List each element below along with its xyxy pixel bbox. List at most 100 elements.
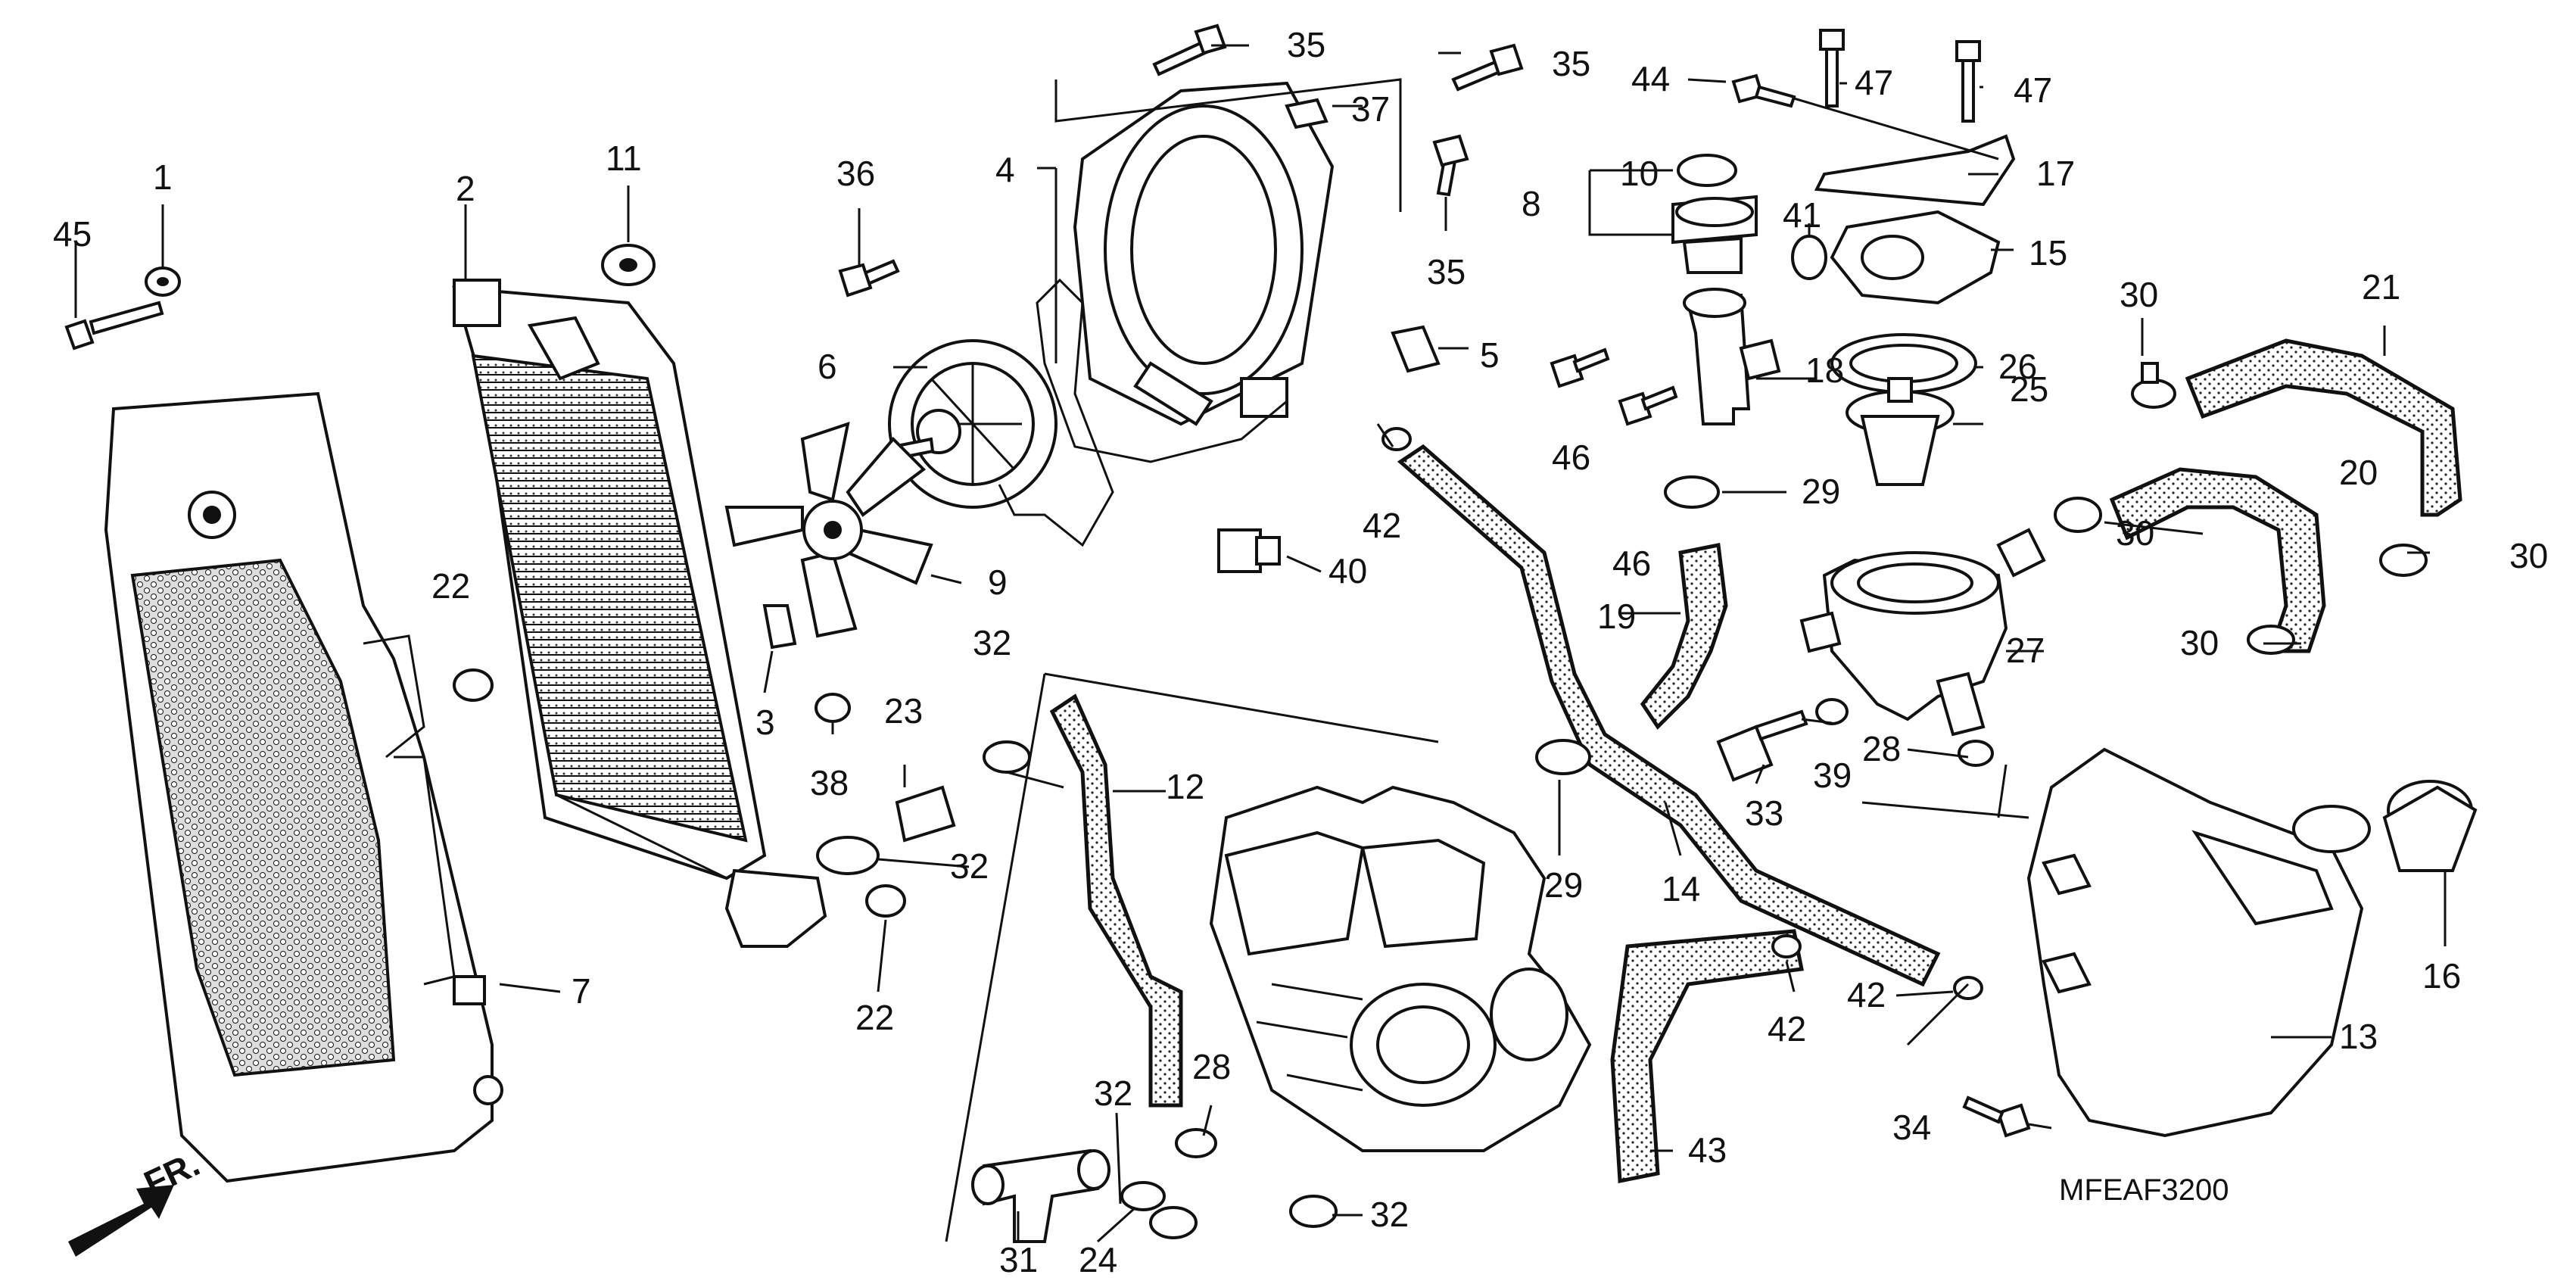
hose-14 bbox=[1397, 444, 1941, 987]
hose-21 bbox=[2185, 338, 2462, 517]
callout-31: 31 bbox=[999, 1240, 1038, 1279]
callout-22-a: 22 bbox=[431, 566, 470, 606]
callout-45: 45 bbox=[53, 214, 92, 254]
bolt-35-top bbox=[1152, 23, 1227, 76]
bolt-47-left bbox=[1819, 29, 1845, 108]
callout-19: 19 bbox=[1597, 597, 1636, 636]
fan-motor bbox=[888, 339, 1057, 509]
callout-34: 34 bbox=[1892, 1108, 1931, 1147]
callout-18: 18 bbox=[1805, 351, 1844, 390]
callout-47-a: 47 bbox=[1855, 63, 1893, 102]
callout-14: 14 bbox=[1662, 869, 1700, 908]
callout-35-c: 35 bbox=[1427, 252, 1466, 291]
callout-17: 17 bbox=[2036, 154, 2075, 193]
callout-28-a: 28 bbox=[1862, 729, 1901, 768]
clamp-30-c bbox=[2379, 544, 2428, 577]
radiator bbox=[452, 279, 827, 948]
thermostat-25 bbox=[1846, 377, 1955, 486]
bolt-34 bbox=[1962, 1095, 2031, 1138]
cooling-fan bbox=[724, 422, 933, 638]
callout-5: 5 bbox=[1480, 335, 1500, 375]
fan-wire-harness bbox=[998, 278, 1288, 547]
reservoir-tank-13 bbox=[2026, 747, 2371, 1138]
callout-25: 25 bbox=[2010, 369, 2048, 409]
callout-30-d: 30 bbox=[2180, 623, 2219, 662]
callout-42-b: 42 bbox=[1847, 975, 1886, 1014]
callout-32-c: 32 bbox=[1094, 1074, 1132, 1113]
callout-4: 4 bbox=[995, 150, 1015, 189]
callout-16: 16 bbox=[2422, 956, 2461, 996]
nut-38 bbox=[815, 693, 851, 723]
callout-13: 13 bbox=[2339, 1017, 2378, 1056]
clamp-28-right bbox=[1958, 740, 1994, 767]
callout-28-b: 28 bbox=[1192, 1047, 1231, 1086]
callout-1: 1 bbox=[153, 157, 173, 197]
callout-47-b: 47 bbox=[2014, 70, 2052, 110]
callout-36: 36 bbox=[836, 154, 875, 193]
callout-10: 10 bbox=[1620, 154, 1659, 193]
callout-21: 21 bbox=[2362, 267, 2400, 307]
callout-46-b: 46 bbox=[1612, 544, 1651, 583]
bolt-45 bbox=[64, 301, 164, 351]
bracket-17 bbox=[1814, 134, 2016, 207]
callout-29-b: 29 bbox=[1544, 865, 1583, 905]
bolt-44 bbox=[1731, 73, 1796, 108]
callout-30-b: 30 bbox=[2116, 513, 2154, 553]
bolt-35-lower bbox=[1432, 134, 1469, 197]
callout-15: 15 bbox=[2029, 233, 2067, 273]
callout-41: 41 bbox=[1783, 195, 1821, 235]
bolt-36 bbox=[838, 259, 900, 298]
hose-12 bbox=[1049, 693, 1183, 1108]
callout-29-a: 29 bbox=[1802, 472, 1840, 511]
clamp-32-mid bbox=[816, 836, 880, 875]
cushion-22-upper bbox=[453, 668, 494, 702]
clamp-30-b bbox=[2054, 497, 2102, 533]
callout-7: 7 bbox=[572, 971, 591, 1011]
clamp-29-top bbox=[1664, 475, 1720, 509]
clip-42-a bbox=[1381, 427, 1412, 451]
callout-12: 12 bbox=[1166, 767, 1204, 806]
callout-23: 23 bbox=[884, 691, 923, 731]
sleeve-23 bbox=[895, 785, 956, 843]
callout-37: 37 bbox=[1351, 89, 1390, 129]
clip-42-b bbox=[1771, 934, 1802, 958]
callout-35-a: 35 bbox=[1287, 25, 1325, 64]
clamp-24 bbox=[1120, 1181, 1166, 1211]
callout-3: 3 bbox=[755, 703, 775, 742]
front-direction-arrow: FR. bbox=[68, 1144, 205, 1257]
clip-42-c bbox=[1953, 976, 1983, 1000]
callout-2: 2 bbox=[456, 169, 475, 208]
seal-26 bbox=[1830, 333, 1977, 394]
reservoir-cap-16 bbox=[2382, 780, 2478, 872]
callout-44: 44 bbox=[1631, 59, 1670, 98]
callout-26: 26 bbox=[1998, 347, 2037, 386]
thermostat-housing-27 bbox=[1799, 528, 2046, 737]
bolt-47-right bbox=[1955, 40, 1981, 123]
callout-30-c: 30 bbox=[2509, 536, 2548, 575]
thermostat-cover-15 bbox=[1830, 210, 2001, 305]
clamp-30-a bbox=[2131, 362, 2176, 409]
callout-40: 40 bbox=[1328, 551, 1367, 591]
clip-3 bbox=[762, 604, 797, 650]
sensor-33 bbox=[1716, 709, 1808, 782]
callout-8: 8 bbox=[1522, 184, 1541, 223]
radiator-shroud bbox=[104, 391, 503, 1183]
callout-32-d: 32 bbox=[1370, 1195, 1409, 1234]
callout-20: 20 bbox=[2339, 453, 2378, 492]
callout-33: 33 bbox=[1745, 793, 1783, 833]
callout-30-a: 30 bbox=[2120, 275, 2158, 314]
cap-seal bbox=[1671, 195, 1758, 274]
fan-shroud bbox=[1073, 81, 1335, 426]
cap-10 bbox=[1677, 154, 1737, 187]
callout-22-b: 22 bbox=[855, 998, 894, 1037]
callout-32-a: 32 bbox=[973, 623, 1011, 662]
clamp-30-d bbox=[2247, 625, 2295, 655]
callout-35-b: 35 bbox=[1552, 44, 1590, 83]
grommet-11 bbox=[601, 244, 656, 286]
washer-39 bbox=[1815, 698, 1849, 725]
connector-40 bbox=[1217, 528, 1281, 573]
cushion-22-lower bbox=[865, 884, 906, 918]
callout-46-a: 46 bbox=[1552, 438, 1590, 477]
callout-9: 9 bbox=[988, 562, 1008, 602]
